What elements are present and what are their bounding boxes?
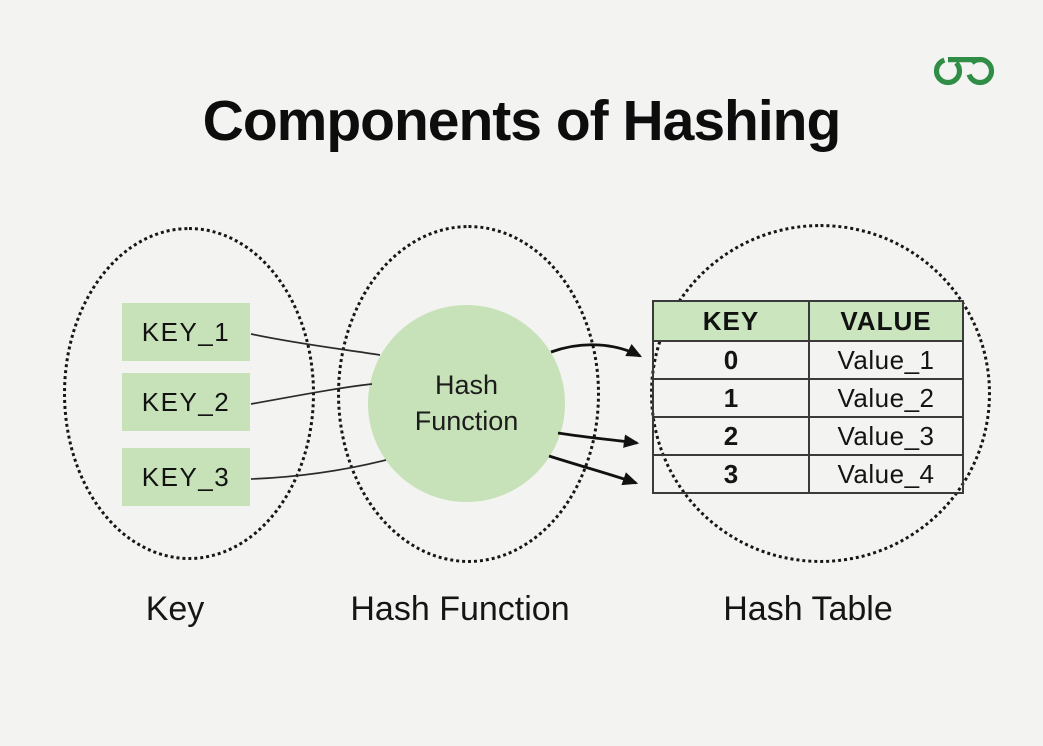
hash-table-cell-value-1: Value_2 [808,378,964,418]
caption-hash-function: Hash Function [350,590,570,628]
key-box-3: KEY_3 [122,448,250,506]
hash-table-cell-key-2: 2 [652,416,810,456]
hash-table-row-0: 0 Value_1 [652,340,964,380]
key-box-2-label: KEY_2 [141,386,231,417]
hash-table-cell-value-2: Value_3 [808,416,964,456]
hash-function-node: Hash Function [368,305,565,502]
page-title: Components of Hashing [202,89,842,153]
hash-table-cell-value-3: Value_4 [808,454,964,494]
hash-table-header-key: KEY [652,300,810,342]
hash-table-cell-key-3: 3 [652,454,810,494]
hash-table-row-2: 2 Value_3 [652,416,964,456]
hash-table-group-ellipse [650,224,991,563]
hash-table-cell-key-0: 0 [652,340,810,380]
hash-table: KEY VALUE 0 Value_1 1 Value_2 2 Value_3 … [652,300,964,494]
hash-function-node-line2: Function [414,405,519,436]
caption-hash-table: Hash Table [723,590,893,628]
hash-table-row-3: 3 Value_4 [652,454,964,494]
hash-table-header-row: KEY VALUE [652,300,964,342]
caption-key: Key [145,590,205,628]
hash-table-header-value: VALUE [808,300,964,342]
hash-table-cell-key-1: 1 [652,378,810,418]
geeksforgeeks-logo-icon [933,56,995,86]
hash-table-cell-value-0: Value_1 [808,340,964,380]
key-box-2: KEY_2 [122,373,250,431]
hash-function-node-line1: Hash [434,370,499,401]
key-box-1: KEY_1 [122,303,250,361]
key-box-3-label: KEY_3 [141,461,231,492]
key-box-1-label: KEY_1 [141,316,231,347]
hash-table-row-1: 1 Value_2 [652,378,964,418]
